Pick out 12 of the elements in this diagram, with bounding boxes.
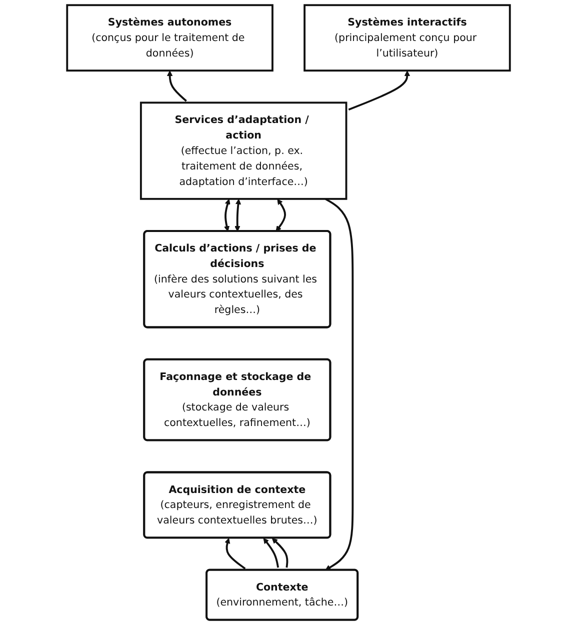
arrow [348,70,411,110]
arrow [325,198,354,570]
arrow [272,538,289,568]
arrow [264,538,280,568]
arrow [167,70,188,102]
node-box: Services d’adaptation / action (effectue l’action, p. ex. traitement de données, adaptation d’interface…) [140,102,348,200]
arrow [276,198,286,232]
node-box: Systèmes interactifs (principalement conçu pour l’utilisateur) [304,4,512,72]
arrow [235,198,242,232]
node-box: Systèmes autonomes (conçus pour le traitement de données) [66,4,274,72]
arrow [224,198,231,232]
arrow [225,538,246,570]
